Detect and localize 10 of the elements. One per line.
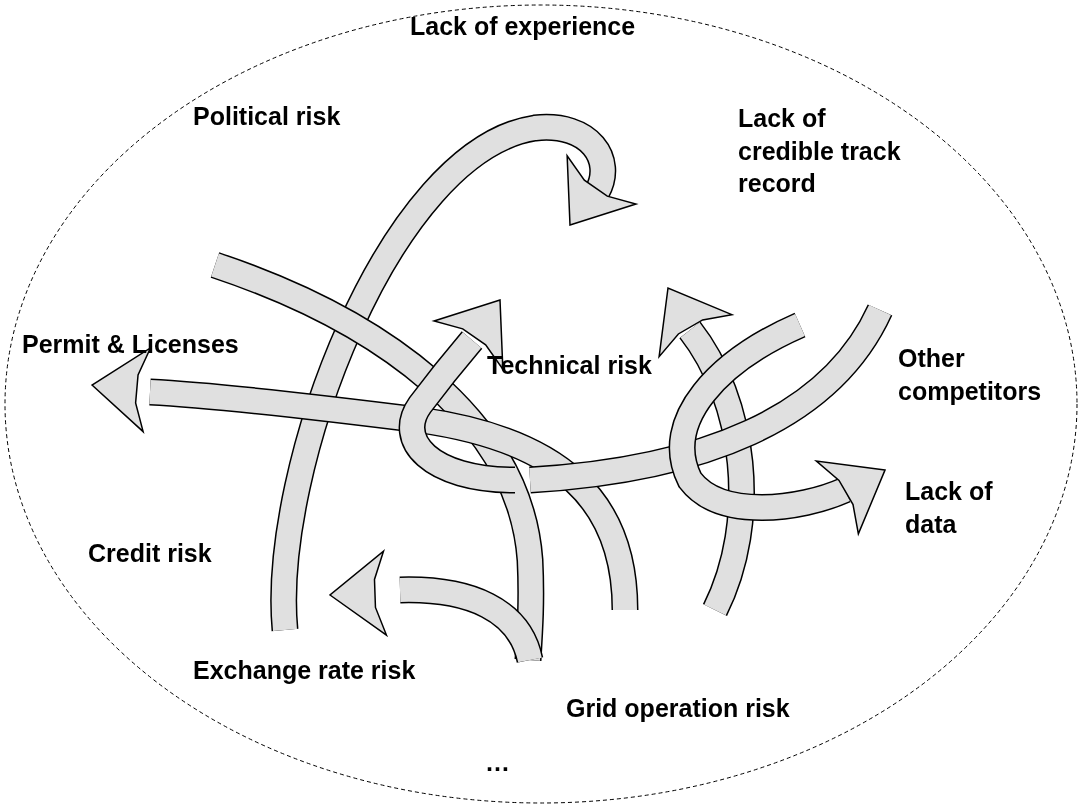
risk-label: Permit & Licenses — [22, 329, 240, 360]
risk-label: Political risk — [193, 101, 342, 132]
risk-label: Lack of experience — [410, 11, 637, 42]
risk-label: Exchange rate risk — [193, 655, 417, 686]
risk-label: Grid operation risk — [566, 693, 791, 724]
risk-label: Credit risk — [88, 538, 213, 569]
risk-label: Lack of data — [905, 476, 994, 540]
risk-label: Other competitors — [898, 343, 1043, 407]
risk-label: Lack of credible track record — [738, 103, 902, 199]
risk-label: … — [485, 747, 511, 778]
